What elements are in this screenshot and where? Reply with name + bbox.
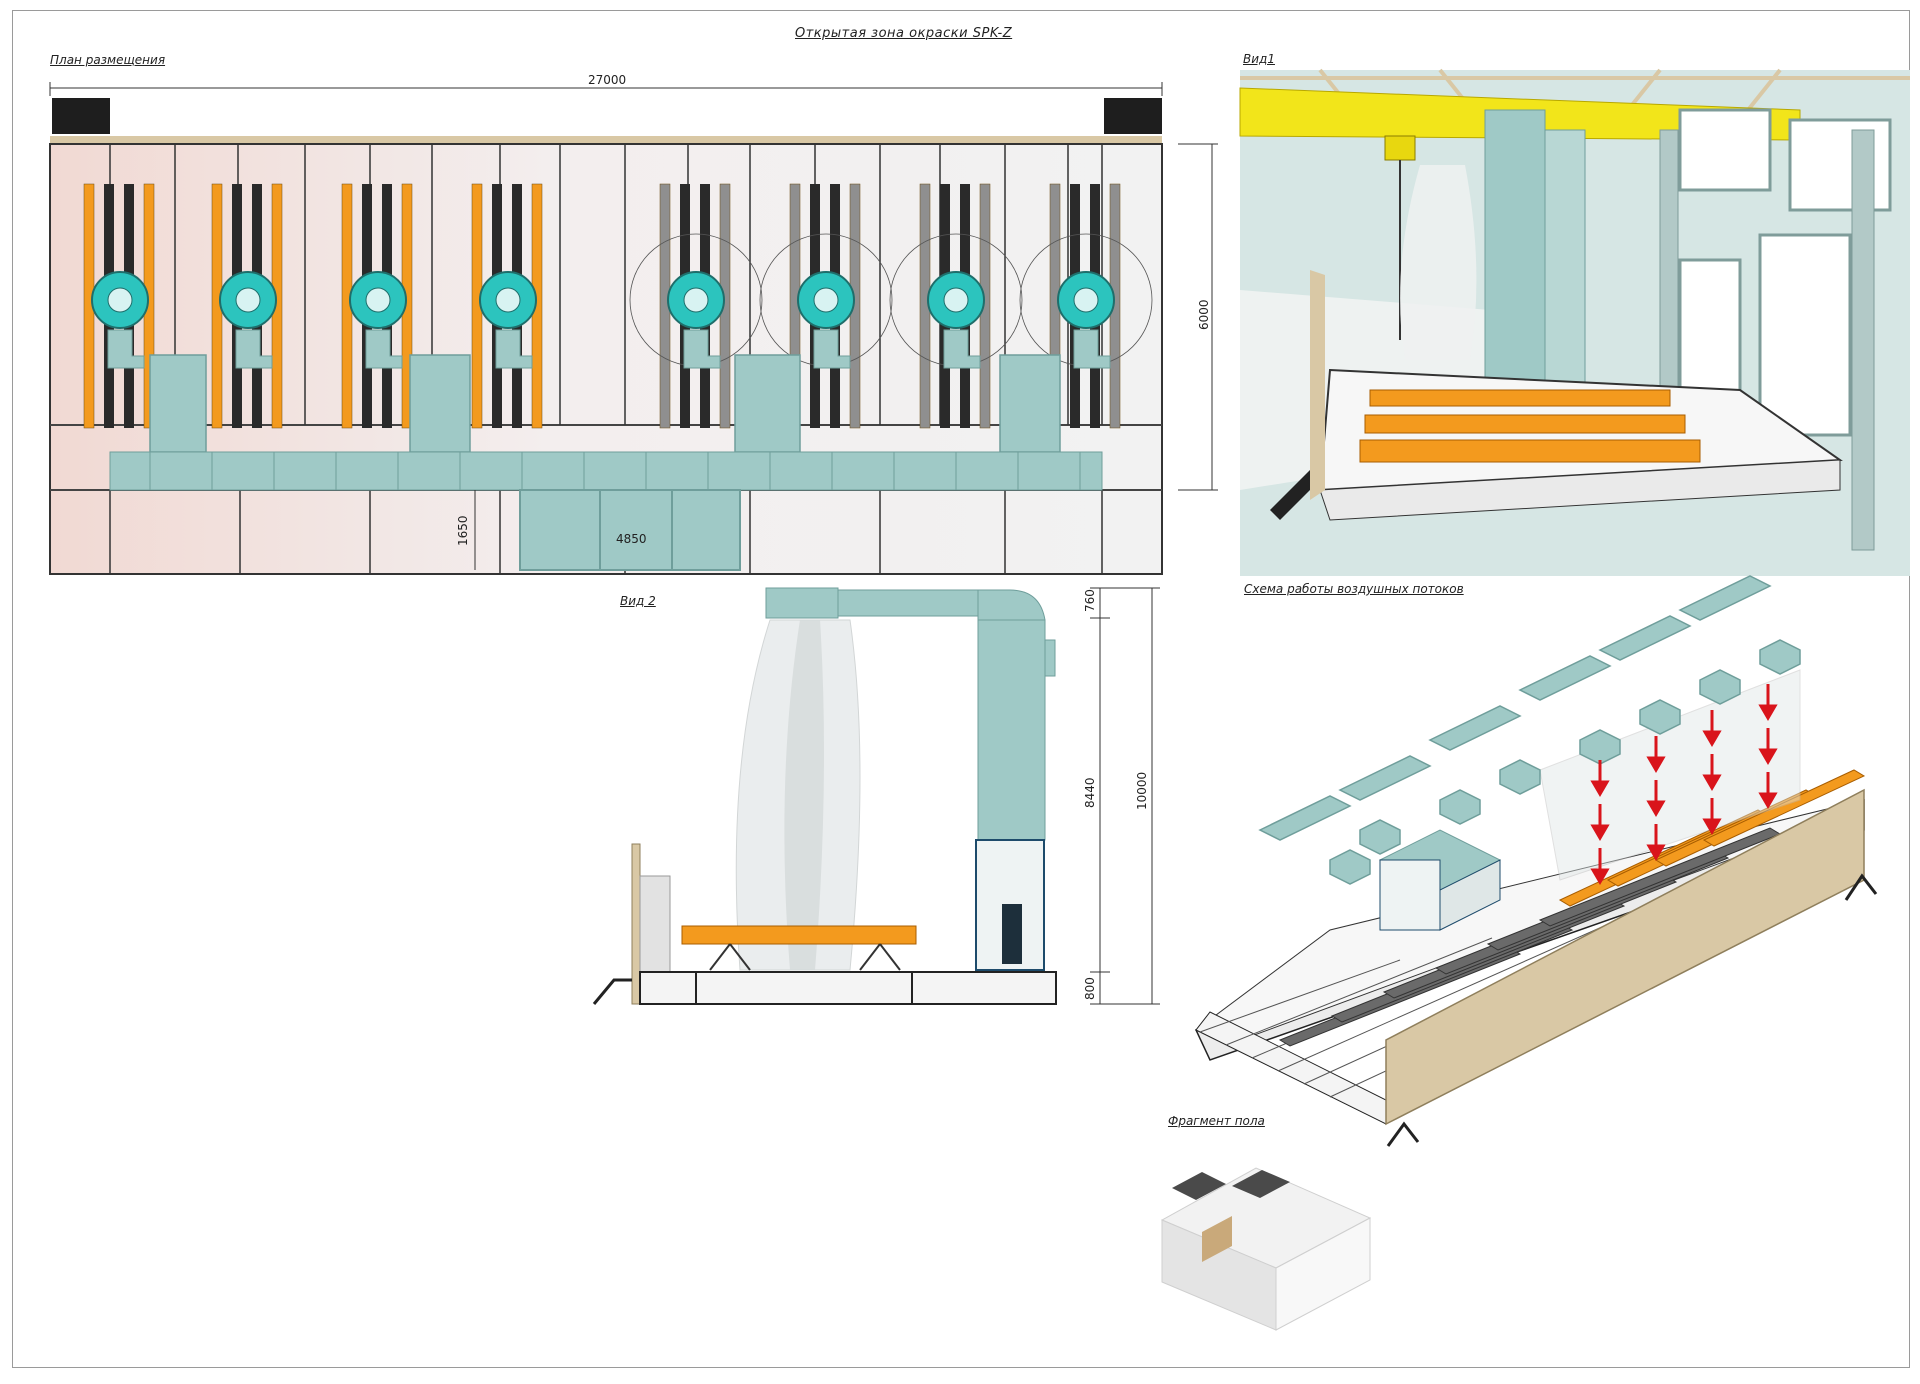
- sheet-title: Открытая зона окраски SPK-Z: [795, 26, 1013, 41]
- plan-unit-dim: 4850: [616, 532, 647, 546]
- floor-label: Фрагмент пола: [1168, 1114, 1265, 1128]
- plan-label: План размещения: [50, 53, 166, 67]
- view2-mid-dim: 8440: [1083, 777, 1097, 808]
- airflow-label: Схема работы воздушных потоков: [1244, 582, 1464, 596]
- plan-height-dim: 6000: [1197, 299, 1211, 330]
- view2-base-dim: 800: [1083, 977, 1097, 1000]
- view2-top-dim: 760: [1083, 589, 1097, 612]
- drawing-sheet: [12, 10, 1910, 1368]
- view2-total-dim: 10000: [1135, 772, 1149, 810]
- view2-label: Вид 2: [620, 594, 656, 608]
- view1-render: [1239, 68, 1910, 576]
- plan-depth-dim: 1650: [456, 515, 470, 546]
- plan-width-dim: 27000: [588, 73, 626, 87]
- view1-label: Вид1: [1243, 52, 1275, 66]
